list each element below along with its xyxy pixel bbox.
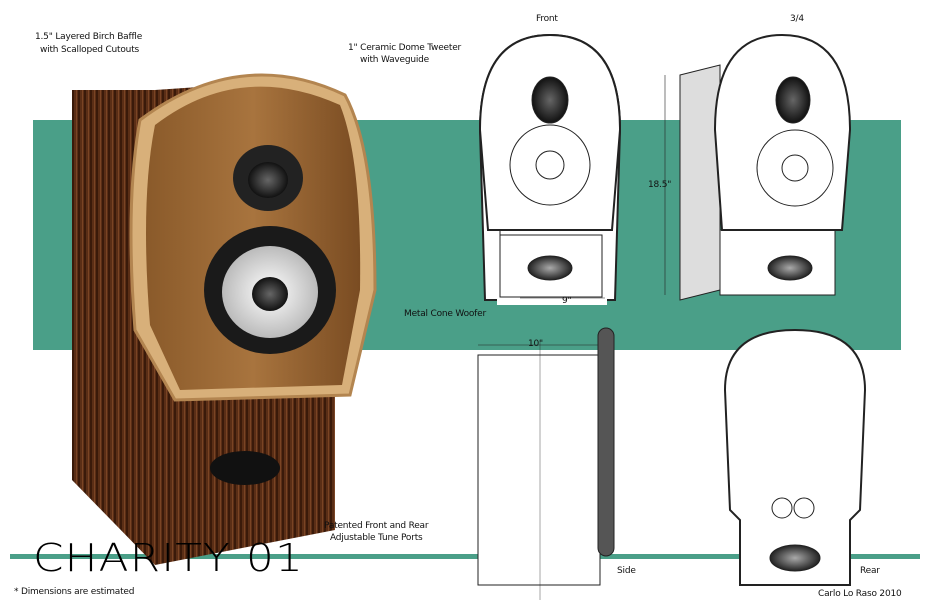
height-dimension: 18.5" — [648, 180, 672, 190]
credit: Carlo Lo Raso 2010 — [818, 589, 902, 599]
depth-dimension: 10" — [528, 339, 543, 349]
speaker-render — [72, 73, 377, 565]
tweeter-callout-line1: 1" Ceramic Dome Tweeter — [348, 43, 462, 53]
side-view-drawing — [477, 327, 615, 600]
tweeter-callout-line2: with Waveguide — [360, 55, 430, 65]
product-title: CHARITY 01 — [33, 536, 304, 580]
front-view-label: Front — [536, 14, 558, 24]
accent-line — [10, 554, 920, 559]
front-view-drawing — [478, 33, 622, 305]
side-view-label: Side — [617, 566, 636, 576]
ports-callout-line1: Patented Front and Rear — [324, 521, 429, 531]
ports-callout-line2: Adjustable Tune Ports — [330, 533, 423, 543]
rear-view-label: Rear — [860, 566, 880, 576]
width-dimension: 9" — [562, 296, 572, 306]
woofer-callout: Metal Cone Woofer — [404, 309, 486, 319]
baffle-callout-line2: with Scalloped Cutouts — [40, 45, 140, 55]
footnote: * Dimensions are estimated — [14, 587, 135, 597]
three-quarter-view-label: 3/4 — [790, 14, 804, 24]
rear-view-drawing — [723, 328, 867, 586]
baffle-callout-line1: 1.5" Layered Birch Baffle — [35, 32, 143, 42]
three-quarter-view-drawing — [664, 33, 852, 301]
